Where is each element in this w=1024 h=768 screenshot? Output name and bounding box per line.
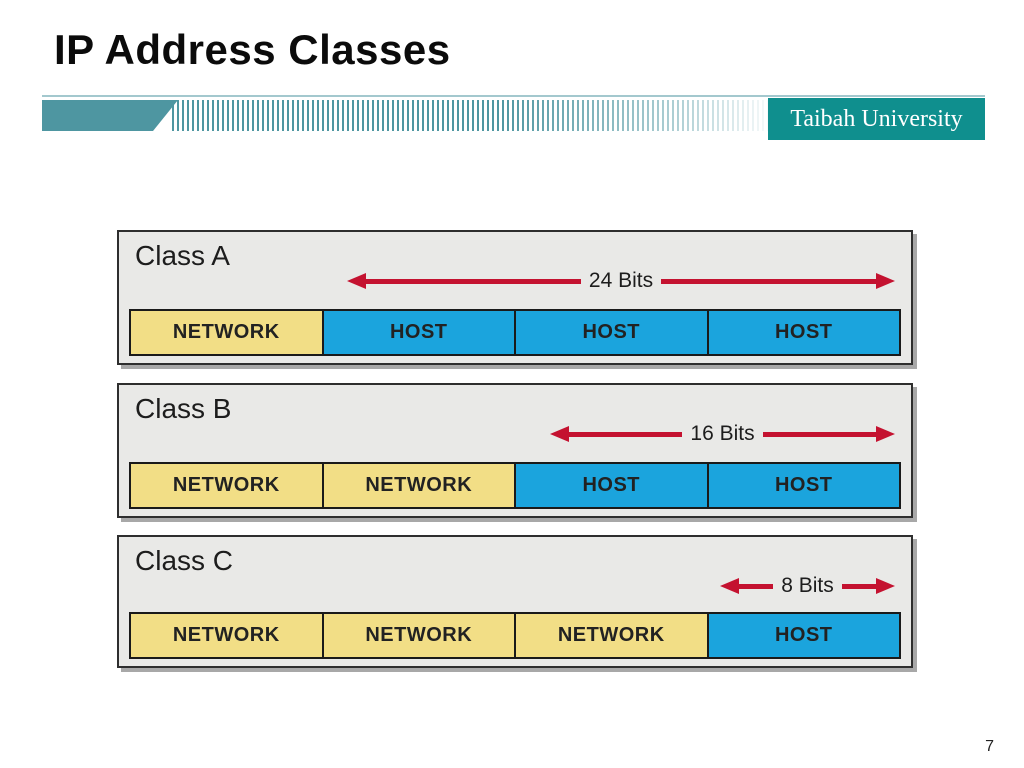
- arrow-line: [661, 278, 877, 284]
- class-b-bits-label: 16 Bits: [690, 422, 755, 445]
- octet-cell-host: HOST: [514, 311, 707, 354]
- octet-cell-network: NETWORK: [321, 464, 514, 507]
- class-b-label: Class B: [135, 393, 232, 424]
- octet-cell-network: NETWORK: [514, 614, 707, 657]
- stripe-bar-solid-segment: [42, 100, 178, 131]
- arrow-line: [762, 431, 877, 437]
- arrow-line: [569, 431, 683, 437]
- arrow-right-icon: [876, 578, 895, 594]
- class-c-panel: Class C 8 Bits NETWORK NETWORK NETWORK H…: [117, 535, 913, 668]
- class-a-octet-row: NETWORK HOST HOST HOST: [129, 309, 901, 356]
- class-b-bits-arrow: 16 Bits: [550, 422, 896, 445]
- page-title: IP Address Classes: [54, 26, 451, 73]
- arrow-left-icon: [720, 578, 739, 594]
- octet-cell-host: HOST: [321, 311, 514, 354]
- class-a-bits-arrow: 24 Bits: [347, 269, 896, 292]
- octet-cell-network: NETWORK: [321, 614, 514, 657]
- class-a-bits-label: 24 Bits: [588, 269, 654, 292]
- octet-cell-host: HOST: [514, 464, 707, 507]
- header-rule-line: [42, 95, 985, 97]
- arrow-line: [366, 278, 581, 284]
- class-a-label: Class A: [135, 240, 230, 271]
- arrow-left-icon: [347, 273, 366, 289]
- university-badge: Taibah University: [768, 98, 985, 140]
- decorative-stripe-bar: [42, 100, 768, 131]
- octet-cell-host: HOST: [706, 464, 899, 507]
- arrow-line: [841, 583, 876, 589]
- octet-cell-host: HOST: [706, 311, 899, 354]
- octet-cell-network: NETWORK: [131, 464, 322, 507]
- class-c-bits-arrow: 8 Bits: [720, 574, 895, 597]
- class-b-panel: Class B 16 Bits NETWORK NETWORK HOST HOS…: [117, 383, 913, 518]
- stripe-pattern: [172, 100, 768, 131]
- class-c-bits-label: 8 Bits: [781, 574, 834, 597]
- page-number: 7: [985, 738, 994, 755]
- class-c-octet-row: NETWORK NETWORK NETWORK HOST: [129, 612, 901, 659]
- arrow-right-icon: [876, 273, 896, 289]
- arrow-line: [739, 583, 774, 589]
- octet-cell-network: NETWORK: [131, 311, 322, 354]
- arrow-right-icon: [876, 426, 896, 442]
- class-b-octet-row: NETWORK NETWORK HOST HOST: [129, 462, 901, 509]
- class-a-panel: Class A 24 Bits NETWORK HOST HOST HOST: [117, 230, 913, 365]
- university-badge-label: Taibah University: [790, 105, 963, 132]
- octet-cell-network: NETWORK: [131, 614, 322, 657]
- class-c-label: Class C: [135, 545, 234, 576]
- octet-cell-host: HOST: [706, 614, 899, 657]
- arrow-left-icon: [550, 426, 569, 442]
